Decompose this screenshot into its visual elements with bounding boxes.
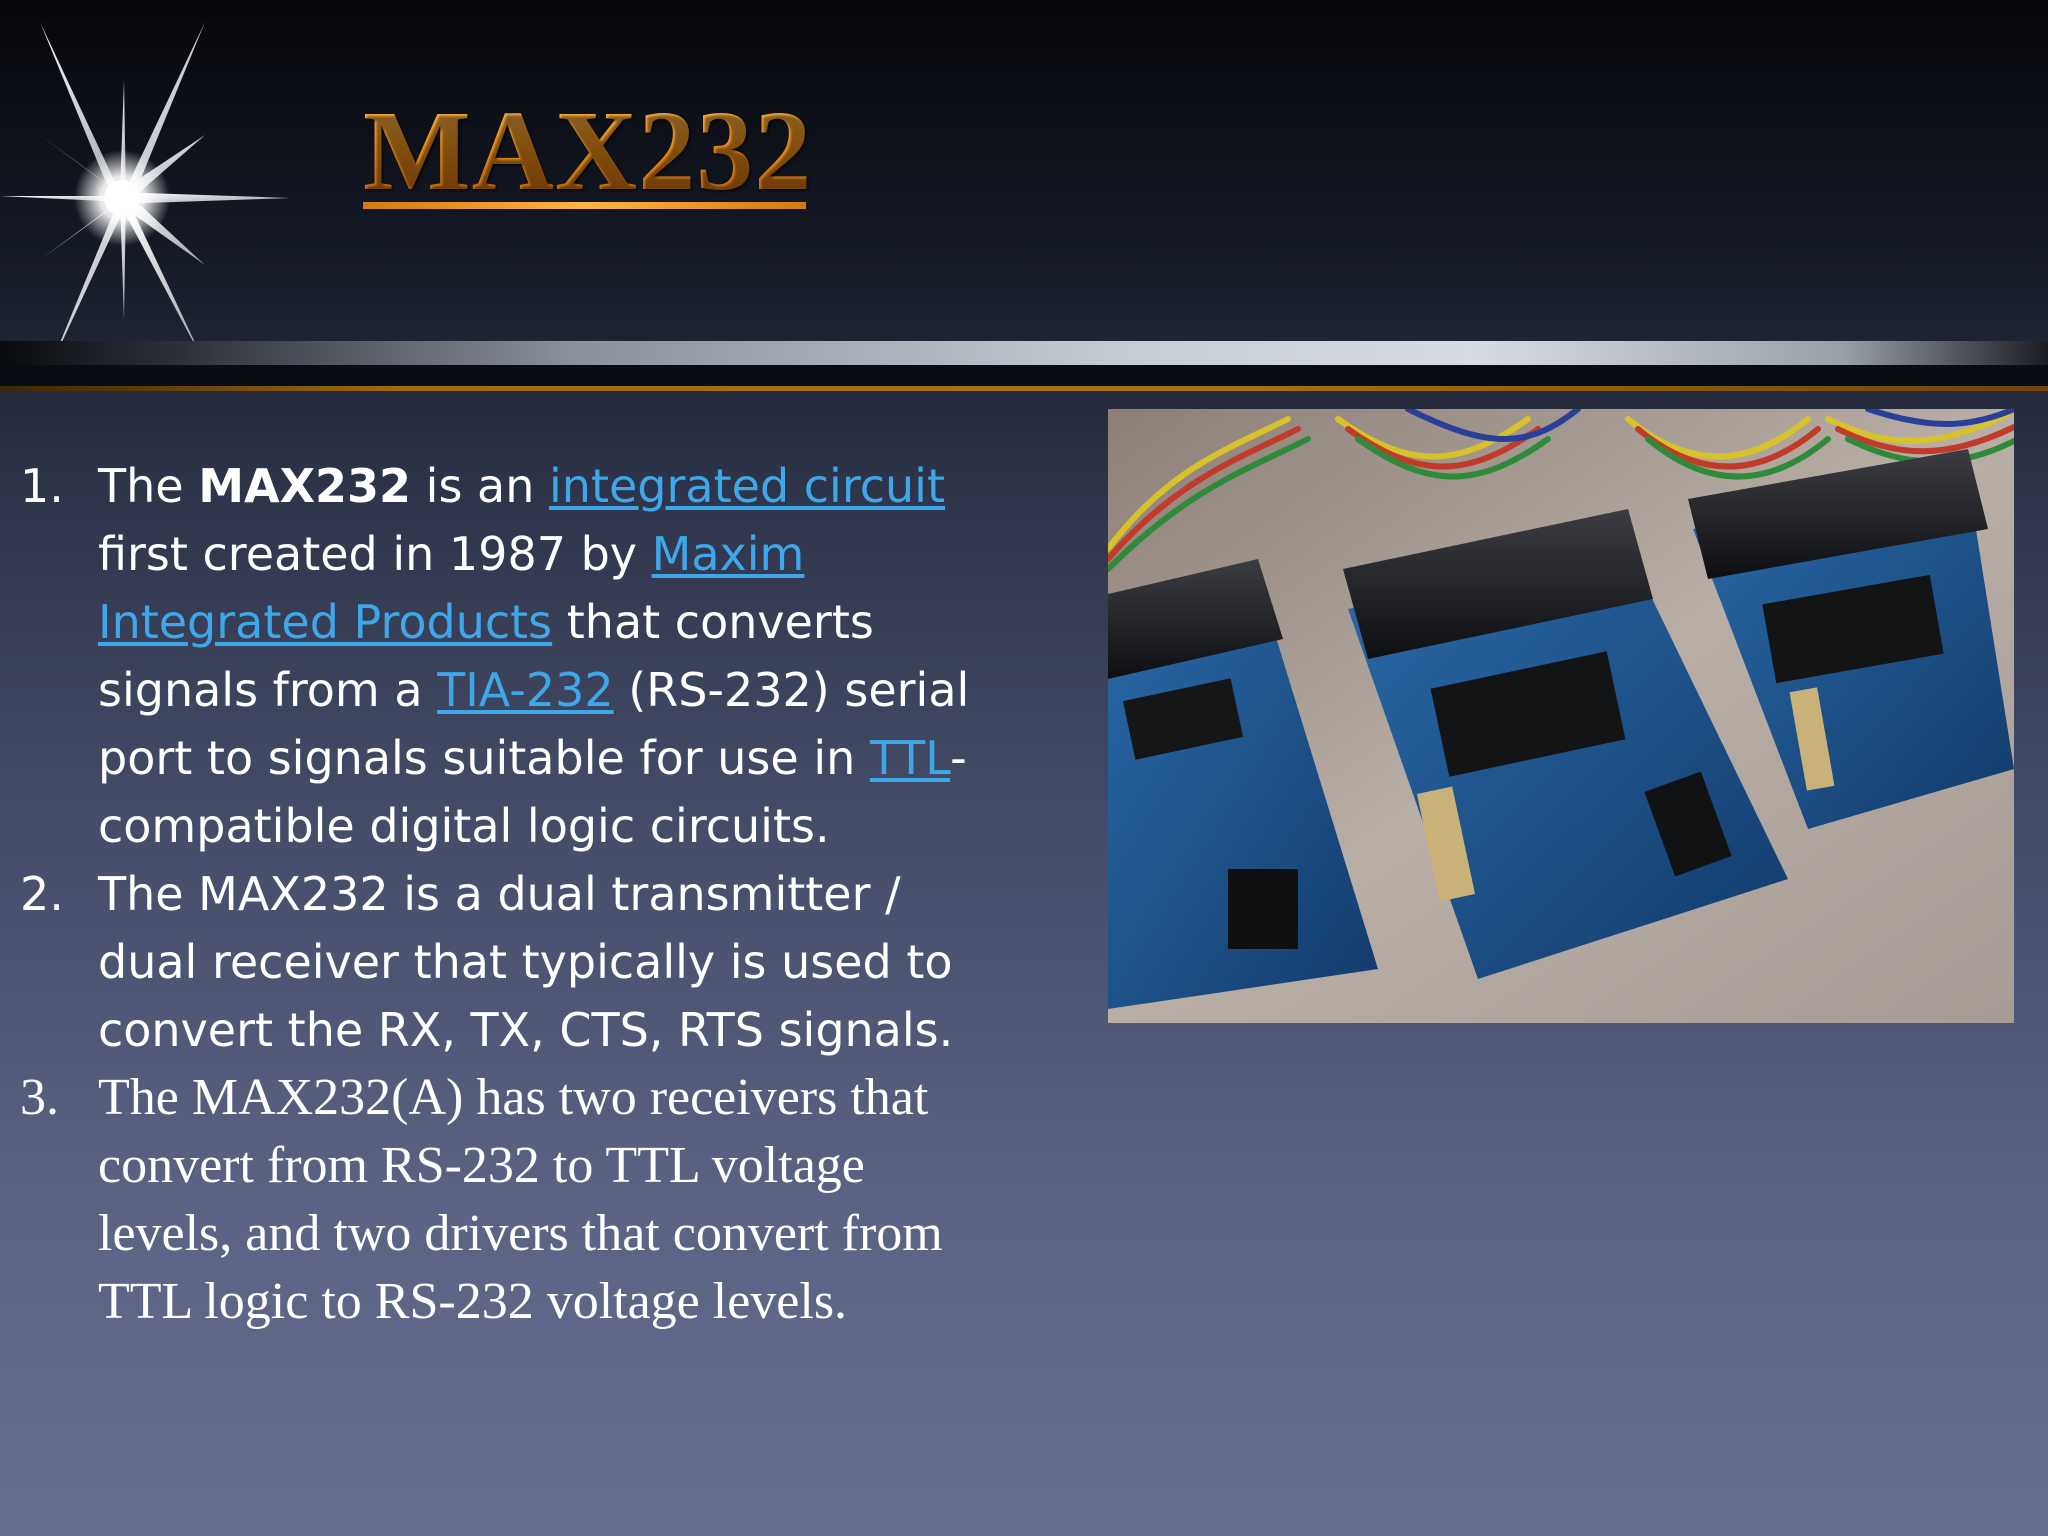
link-maxim-integrated-products[interactable]: Maxim Integrated Products	[98, 527, 805, 649]
item-text: (RS-232) serial port to signals suitable…	[98, 663, 970, 785]
list-item: 2. The MAX232 is a dual transmitter / du…	[20, 860, 980, 1064]
dark-divider	[0, 365, 2048, 387]
item-text-bold: MAX232	[198, 459, 412, 513]
list-item: 1. The MAX232 is an integrated circuit f…	[20, 452, 980, 860]
photo-illustration	[1108, 409, 2014, 1023]
link-ttl[interactable]: TTL	[869, 731, 951, 785]
star-burst-icon	[0, 22, 290, 372]
item-text: The	[98, 459, 199, 513]
title-underline	[363, 202, 806, 209]
item-number: 1.	[20, 459, 64, 513]
link-integrated-circuit[interactable]: integrated circuit	[549, 459, 945, 513]
gold-divider	[0, 386, 2048, 391]
item-number: 2.	[20, 867, 64, 921]
item-text: -compatible digital logic circuits.	[98, 731, 967, 853]
item-text: that converts signals from a	[98, 595, 874, 717]
bullet-list: 1. The MAX232 is an integrated circuit f…	[20, 452, 980, 1336]
metallic-divider	[0, 341, 2048, 365]
link-tia-232[interactable]: TIA-232	[437, 663, 614, 717]
item-text: first created in 1987 by	[98, 527, 652, 581]
item-text: The MAX232 is a dual transmitter / dual …	[98, 867, 954, 1057]
list-item: 3. The MAX232(A) has two receivers that …	[20, 1064, 980, 1336]
item-text: The MAX232(A) has two receivers that con…	[98, 1069, 943, 1330]
slide-title: MAX232	[363, 87, 813, 214]
max232-boards-photo	[1108, 409, 2014, 1023]
item-number: 3.	[20, 1069, 59, 1126]
item-text: is an	[411, 459, 550, 513]
